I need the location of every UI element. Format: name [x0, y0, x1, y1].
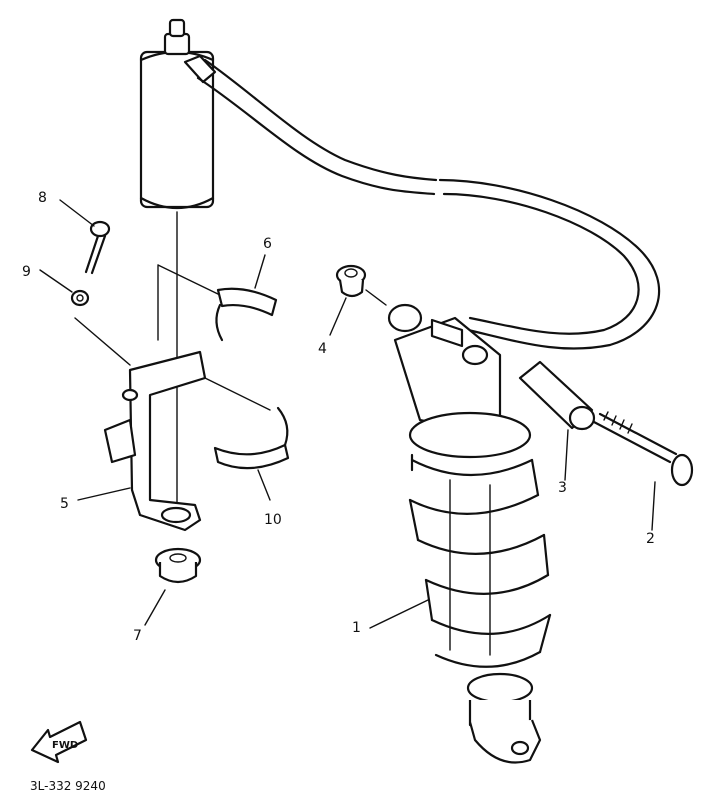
nut-item-9: [39, 269, 131, 366]
callout-10: 10: [264, 512, 282, 528]
fwd-label: FWD: [52, 740, 78, 751]
callout-4: 4: [318, 341, 327, 357]
bushing-cap-item-4: [329, 264, 387, 336]
grommet-item-7: [144, 547, 202, 626]
shock-absorber-item-1: [369, 303, 552, 764]
bolt-item-2: [592, 411, 694, 531]
callout-5: 5: [60, 496, 69, 512]
clamp-band-item-6: [215, 254, 278, 342]
callout-9: 9: [22, 264, 31, 280]
guide-line-band-6: [157, 264, 221, 341]
callout-8: 8: [38, 190, 47, 206]
bracket-item-5: [77, 350, 207, 532]
guide-line-band: [204, 377, 271, 411]
callout-3: 3: [558, 480, 567, 496]
drawing-code: 3L-332 9240: [30, 779, 106, 793]
fwd-direction-arrow: FWD: [30, 720, 88, 764]
callout-7: 7: [133, 628, 142, 644]
callout-2: 2: [646, 531, 655, 547]
reservoir-canister: [139, 18, 217, 209]
callout-1: 1: [352, 620, 361, 636]
collar-item-3: [518, 360, 596, 481]
clamp-band-item-10: [213, 406, 290, 501]
bolt-item-8: [59, 199, 111, 275]
callout-6: 6: [263, 236, 272, 252]
reservoir-hose: [196, 58, 661, 350]
